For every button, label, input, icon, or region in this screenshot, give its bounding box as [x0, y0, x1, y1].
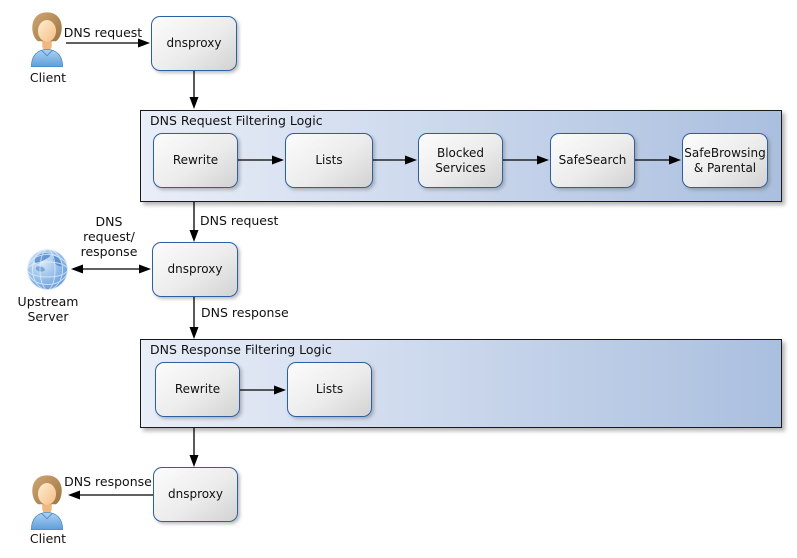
dns-response-mid-label: DNS response	[201, 305, 289, 320]
dnsproxy-box-bottom: dnsproxy	[153, 467, 238, 522]
dns-response-filtering-title: DNS Response Filtering Logic	[150, 342, 332, 357]
client-bottom-label: Client	[29, 531, 67, 546]
upstream-exchange-label: DNS request/ response	[80, 214, 138, 259]
step-box-rewrite-request: Rewrite	[153, 133, 238, 188]
client-top-label: Client	[29, 70, 67, 85]
dns-response-bottom-label: DNS response	[64, 474, 152, 489]
dns-response-filtering-container: DNS Response Filtering Logic	[140, 339, 782, 428]
dns-request-top-label: DNS request	[63, 25, 143, 40]
dnsproxy-box-top: dnsproxy	[151, 16, 237, 71]
step-box-safesearch: SafeSearch	[550, 133, 635, 188]
client-icon	[28, 474, 66, 535]
upstream-server-label: Upstream Server	[17, 294, 79, 324]
step-box-safebrowsing-parental: SafeBrowsing & Parental	[682, 133, 768, 188]
step-box-lists-request: Lists	[285, 133, 373, 188]
dns-request-mid-label: DNS request	[200, 213, 279, 228]
step-box-lists-response: Lists	[287, 362, 372, 417]
upstream-server-icon	[25, 247, 70, 296]
dns-request-filtering-title: DNS Request Filtering Logic	[150, 113, 323, 128]
step-box-rewrite-response: Rewrite	[155, 362, 240, 417]
step-box-blocked-services: Blocked Services	[418, 133, 503, 188]
client-icon	[28, 11, 66, 72]
dnsproxy-box-middle: dnsproxy	[152, 242, 238, 297]
